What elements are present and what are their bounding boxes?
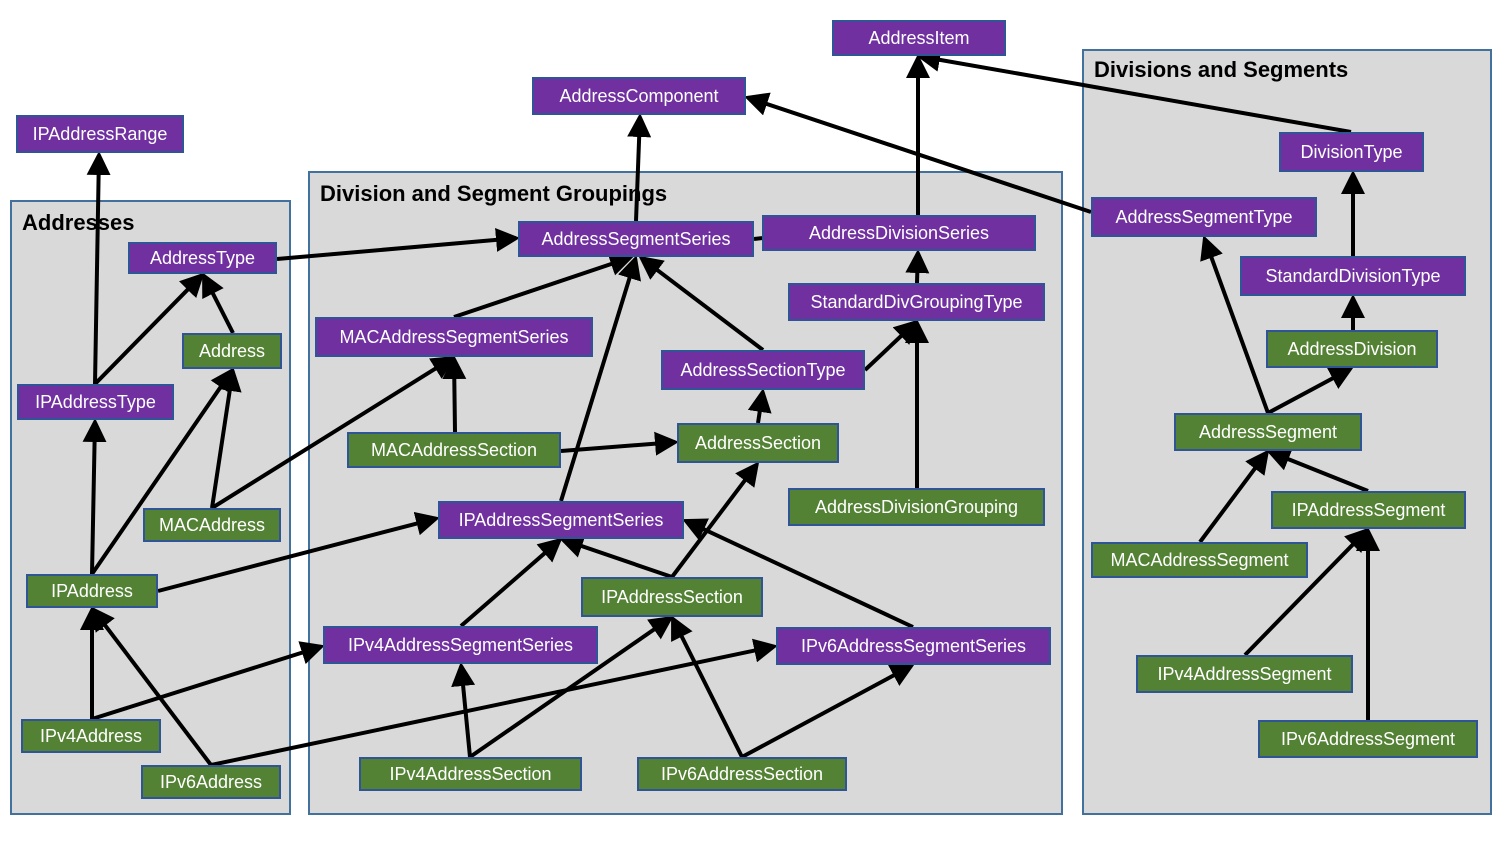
node-address-division-series: AddressDivisionSeries [762, 215, 1036, 251]
node-address-division: AddressDivision [1266, 330, 1438, 368]
node-mac-address-segment-series: MACAddressSegmentSeries [315, 317, 593, 357]
node-address-segment-series: AddressSegmentSeries [518, 221, 754, 257]
node-ip-address-range: IPAddressRange [16, 115, 184, 153]
group-title-divisions: Divisions and Segments [1094, 57, 1349, 82]
node-address-item: AddressItem [832, 20, 1006, 56]
node-i-pv6-address: IPv6Address [141, 765, 281, 799]
node-ip-address-segment: IPAddressSegment [1271, 491, 1466, 529]
group-title-groupings: Division and Segment Groupings [320, 181, 668, 206]
node-i-pv4-address-section: IPv4AddressSection [359, 757, 582, 791]
node-i-pv6-address-segment: IPv6AddressSegment [1258, 720, 1478, 758]
node-ip-address-type: IPAddressType [17, 384, 174, 420]
node-i-pv4-address-segment-series: IPv4AddressSegmentSeries [323, 626, 598, 664]
node-i-pv6-address-segment-series: IPv6AddressSegmentSeries [776, 627, 1051, 665]
node-ip-address-section: IPAddressSection [581, 577, 763, 617]
node-address-segment: AddressSegment [1174, 413, 1362, 451]
node-mac-address-segment: MACAddressSegment [1091, 542, 1308, 578]
node-address-segment-type: AddressSegmentType [1091, 197, 1317, 237]
node-ip-address-segment-series: IPAddressSegmentSeries [438, 501, 684, 539]
node-address-type: AddressType [128, 242, 277, 274]
node-i-pv6-address-section: IPv6AddressSection [637, 757, 847, 791]
node-address-section-type: AddressSectionType [661, 350, 865, 390]
node-division-type: DivisionType [1279, 132, 1424, 172]
node-address-component: AddressComponent [532, 77, 746, 115]
node-standard-div-grouping-type: StandardDivGroupingType [788, 283, 1045, 321]
node-address-section: AddressSection [677, 423, 839, 463]
node-i-pv4-address-segment: IPv4AddressSegment [1136, 655, 1353, 693]
node-address: Address [182, 333, 282, 369]
node-i-pv4-address: IPv4Address [21, 719, 161, 753]
node-ip-address: IPAddress [26, 574, 158, 608]
node-address-division-grouping: AddressDivisionGrouping [788, 488, 1045, 526]
group-title-addresses: Addresses [22, 210, 135, 235]
node-standard-division-type: StandardDivisionType [1240, 256, 1466, 296]
node-mac-address: MACAddress [143, 508, 281, 542]
node-mac-address-section: MACAddressSection [347, 432, 561, 468]
